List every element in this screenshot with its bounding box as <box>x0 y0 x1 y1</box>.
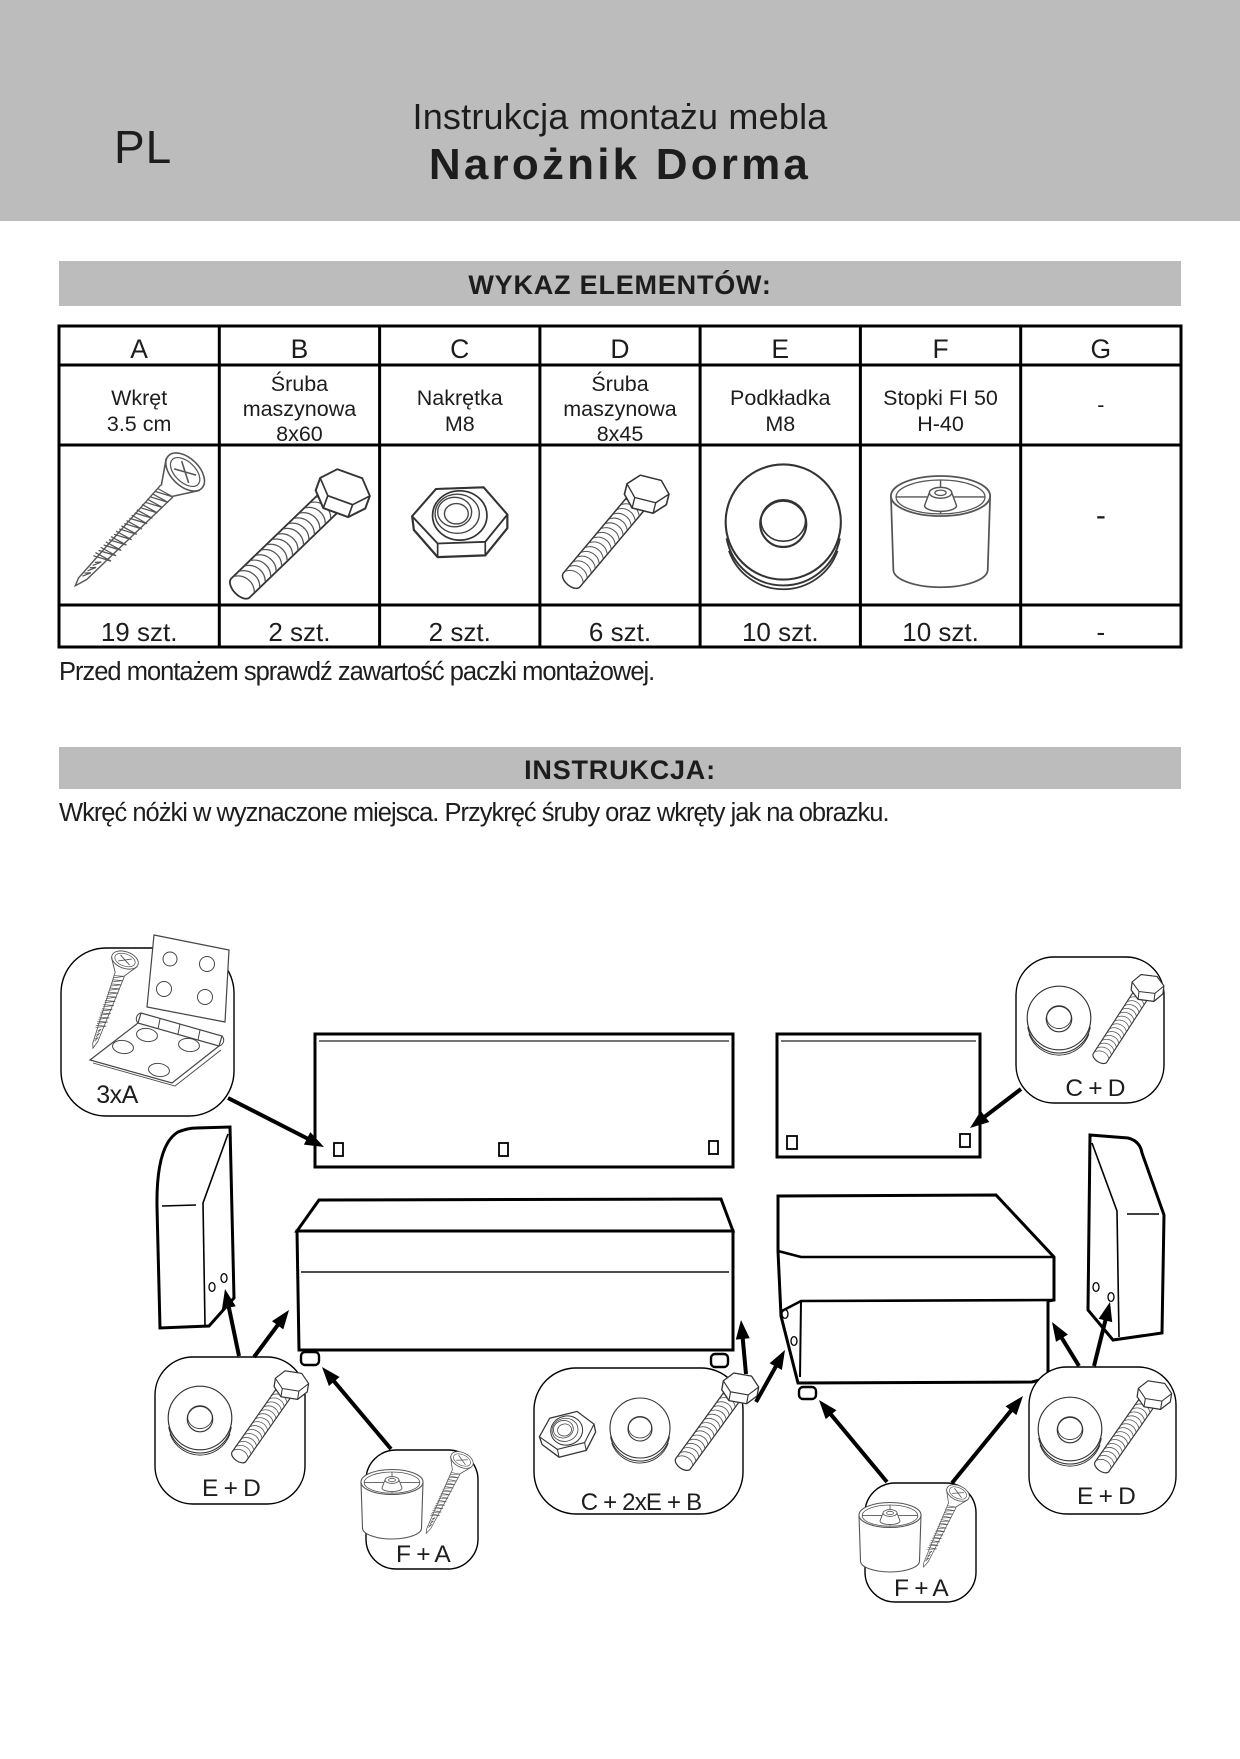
svg-text:C + 2xE + B: C + 2xE + B <box>581 1489 702 1516</box>
svg-text:H-40: H-40 <box>917 412 964 436</box>
svg-text:-: - <box>1096 499 1106 532</box>
svg-text:10 szt.: 10 szt. <box>742 617 819 647</box>
svg-text:Instrukcja montażu mebla: Instrukcja montażu mebla <box>413 96 829 137</box>
svg-text:E + D: E + D <box>1077 1483 1135 1510</box>
svg-text:E + D: E + D <box>202 1475 260 1502</box>
svg-text:-: - <box>1097 393 1104 417</box>
svg-text:19 szt.: 19 szt. <box>101 617 178 647</box>
svg-text:3xA: 3xA <box>96 1081 138 1109</box>
svg-text:A: A <box>130 334 148 364</box>
svg-text:8x45: 8x45 <box>597 422 644 446</box>
svg-text:Stopki FI 50: Stopki FI 50 <box>883 386 998 410</box>
svg-text:-: - <box>1097 617 1106 647</box>
svg-text:C + D: C + D <box>1065 1075 1124 1102</box>
svg-text:Wkręć nóżki w wyznaczone miejs: Wkręć nóżki w wyznaczone miejsca. Przykr… <box>59 799 889 827</box>
svg-text:maszynowa: maszynowa <box>563 397 677 421</box>
svg-text:2 szt.: 2 szt. <box>268 617 330 647</box>
svg-text:E: E <box>771 334 789 364</box>
svg-text:Podkładka: Podkładka <box>730 386 830 410</box>
svg-text:INSTRUKCJA:: INSTRUKCJA: <box>524 755 716 785</box>
svg-text:F + A: F + A <box>396 1541 451 1568</box>
svg-text:F + A: F + A <box>894 1575 949 1602</box>
svg-text:D: D <box>610 334 629 364</box>
svg-text:Przed montażem sprawdź zawarto: Przed montażem sprawdź zawartość paczki … <box>59 658 654 686</box>
svg-text:M8: M8 <box>765 412 795 436</box>
svg-text:B: B <box>291 334 309 364</box>
svg-text:G: G <box>1091 334 1112 364</box>
svg-text:2 szt.: 2 szt. <box>429 617 491 647</box>
svg-text:WYKAZ ELEMENTÓW:: WYKAZ ELEMENTÓW: <box>468 269 771 300</box>
svg-text:maszynowa: maszynowa <box>243 397 357 421</box>
svg-text:Śruba: Śruba <box>271 371 328 396</box>
svg-text:3.5 cm: 3.5 cm <box>107 412 172 436</box>
svg-text:Wkręt: Wkręt <box>111 386 167 410</box>
svg-text:Narożnik Dorma: Narożnik Dorma <box>429 140 811 189</box>
svg-text:F: F <box>932 334 948 364</box>
svg-text:Nakrętka: Nakrętka <box>417 386 503 410</box>
svg-text:C: C <box>450 334 469 364</box>
svg-text:10 szt.: 10 szt. <box>902 617 979 647</box>
svg-text:PL: PL <box>114 121 172 173</box>
svg-text:Śruba: Śruba <box>591 371 648 396</box>
svg-text:8x60: 8x60 <box>276 422 323 446</box>
svg-text:M8: M8 <box>445 412 475 436</box>
svg-text:6 szt.: 6 szt. <box>589 617 651 647</box>
